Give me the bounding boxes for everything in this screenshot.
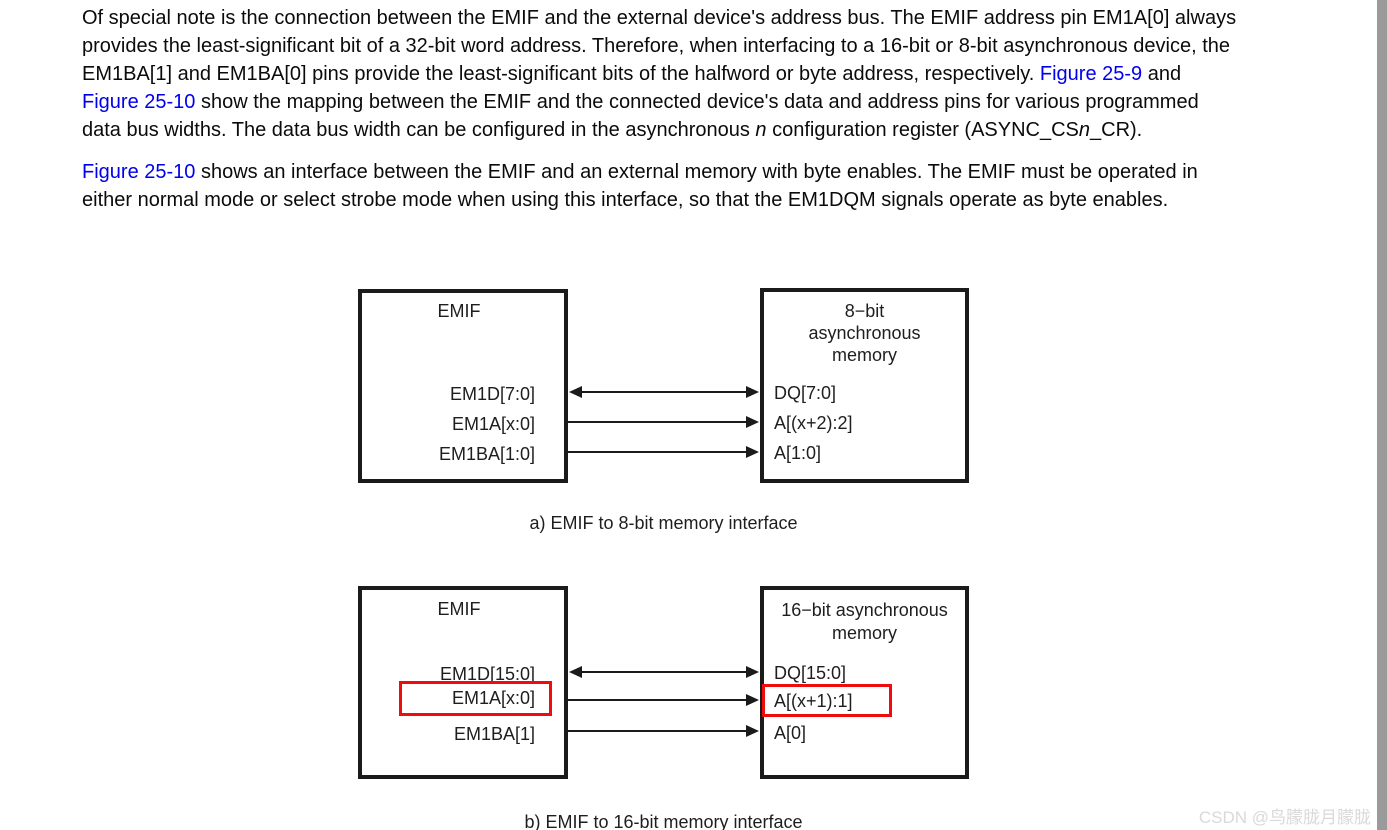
figure-caption-a: a) EMIF to 8-bit memory interface (529, 513, 798, 533)
memory-title-line: memory (831, 345, 897, 365)
arrow-head-left (569, 666, 582, 678)
emif-block-8bit-diagram (358, 289, 568, 483)
arrow-head-right (746, 446, 759, 458)
text-run: show the mapping between the EMIF and th… (82, 91, 1199, 141)
signal-label-em1d: EM1D[7:0] (449, 384, 535, 404)
arrow-head-left (569, 386, 582, 398)
paragraph-2: Figure 25-10 shows an interface between … (82, 158, 1239, 214)
memory-block-title: 8−bit asynchronous memory (764, 300, 965, 366)
text-run: shows an interface between the EMIF and … (82, 161, 1198, 211)
arrow-head-right (746, 725, 759, 737)
italic-variable: n (755, 119, 767, 141)
memory-title-line: memory (831, 623, 897, 643)
emif-block-title: EMIF (437, 301, 481, 321)
body-text: Of special note is the connection betwee… (82, 4, 1239, 228)
figure-link[interactable]: Figure 25-9 (1039, 63, 1143, 85)
figure-link[interactable]: Figure 25-10 (82, 91, 196, 113)
signal-label-em1a-highlighted: EM1A[x:0] (451, 688, 535, 708)
memory-block-8bit-diagram (760, 288, 969, 483)
figure-link[interactable]: Figure 25-10 (82, 161, 196, 183)
memory-title-line: asynchronous (808, 323, 921, 343)
signal-label-addr-low: A[0] (774, 723, 807, 743)
arrow-line (582, 391, 746, 393)
text-run: Of special note is the connection betwee… (82, 7, 1237, 85)
signal-label-em1d: EM1D[15:0] (439, 664, 535, 684)
emif-block-title: EMIF (437, 599, 481, 619)
signal-label-em1a: EM1A[x:0] (451, 414, 535, 434)
red-highlight-box-right (762, 684, 892, 717)
signal-label-addr-highlighted: A[(x+1):1] (774, 691, 853, 711)
signal-label-dq: DQ[7:0] (774, 383, 837, 403)
memory-block-title: 16−bit asynchronous memory (764, 599, 965, 645)
text-run: and (1142, 63, 1182, 85)
signal-label-em1ba: EM1BA[1:0] (438, 444, 535, 464)
arrow-line (568, 421, 748, 423)
scrollbar[interactable] (1377, 0, 1387, 830)
text-run: _CR). (1090, 119, 1143, 141)
italic-variable: n (1078, 119, 1091, 141)
signal-label-addr-low: A[1:0] (774, 443, 822, 463)
csdn-watermark: CSDN @鸟朦胧月朦胧 (1198, 808, 1371, 827)
arrow-head-right (746, 416, 759, 428)
arrow-head-right (746, 694, 759, 706)
signal-label-dq: DQ[15:0] (774, 663, 847, 683)
red-highlight-box-left (399, 681, 552, 716)
signal-label-em1ba: EM1BA[1] (453, 724, 535, 744)
arrow-line (582, 671, 746, 673)
memory-title-line: 16−bit asynchronous (781, 600, 948, 620)
arrow-line (568, 451, 748, 453)
text-run: configuration register (ASYNC_CS (766, 119, 1079, 141)
arrow-line (568, 699, 748, 701)
arrow-head-right (746, 386, 759, 398)
figure-caption-b: b) EMIF to 16-bit memory interface (524, 812, 803, 830)
arrow-line (568, 730, 748, 732)
memory-block-16bit-diagram (760, 586, 969, 779)
arrow-head-right (746, 666, 759, 678)
memory-title-line: 8−bit (844, 301, 885, 321)
signal-label-addr-high: A[(x+2):2] (774, 413, 853, 433)
paragraph-1: Of special note is the connection betwee… (82, 4, 1239, 144)
